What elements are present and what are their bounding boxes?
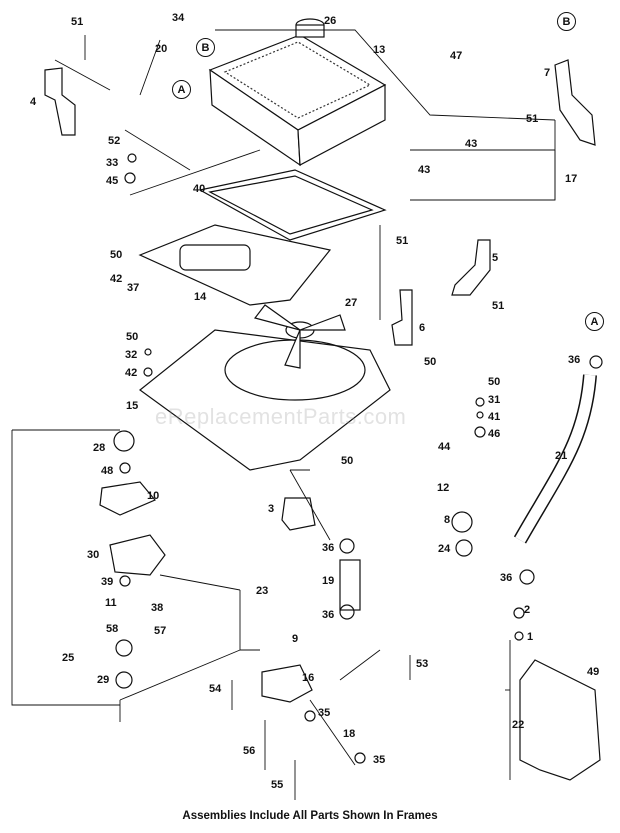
part-number: 46 — [488, 428, 501, 440]
part-number: 55 — [271, 779, 284, 791]
watermark: eReplacementParts.com — [155, 404, 407, 429]
part-number: 27 — [345, 297, 358, 309]
part-number: 50 — [126, 331, 139, 343]
housing-3-shape — [281, 497, 316, 531]
part-number: 9 — [292, 633, 299, 645]
part-number: 25 — [62, 652, 75, 664]
part-number: 5 — [492, 252, 499, 264]
part-number: 33 — [106, 157, 119, 169]
part-number: 7 — [544, 67, 551, 79]
part-number: 29 — [97, 674, 110, 686]
reservoir-shape — [519, 659, 601, 781]
part-number: 51 — [396, 235, 409, 247]
shroud-upper-shape — [138, 224, 332, 306]
part-number: 38 — [151, 602, 164, 614]
bracket-4-shape — [44, 67, 76, 136]
part-number: 56 — [243, 745, 256, 757]
part-number: 35 — [318, 707, 331, 719]
plate-10-shape — [99, 481, 156, 516]
fan-shape — [253, 304, 346, 369]
part-number: 8 — [444, 514, 451, 526]
part-number: 53 — [416, 658, 429, 670]
part-number: 6 — [419, 322, 426, 334]
part-number: 21 — [555, 450, 568, 462]
radiator-shape — [208, 18, 387, 167]
part-number: 17 — [565, 173, 578, 185]
part-number: 49 — [587, 666, 600, 678]
part-number: 51 — [71, 16, 84, 28]
footer-caption: Assemblies Include All Parts Shown In Fr… — [182, 810, 438, 822]
part-number: 12 — [437, 482, 450, 494]
part-number: 45 — [106, 175, 119, 187]
part-number: 39 — [101, 576, 114, 588]
callout-b-right: B — [557, 12, 576, 31]
callout-a-right: A — [585, 312, 604, 331]
part-number: 31 — [488, 394, 501, 406]
part-number: 24 — [438, 543, 451, 555]
fasteners — [113, 153, 603, 764]
part-number: 40 — [193, 183, 206, 195]
bracket-5-shape — [451, 239, 491, 296]
part-number: 20 — [155, 43, 168, 55]
part-number: 57 — [154, 625, 167, 637]
part-number: 50 — [110, 249, 123, 261]
part-number: 10 — [147, 490, 160, 502]
part-number: 50 — [488, 376, 501, 388]
part-number: 3 — [268, 503, 275, 515]
part-number: 11 — [105, 597, 117, 609]
part-number: 22 — [512, 719, 525, 731]
part-number: 58 — [106, 623, 119, 635]
part-number: 50 — [424, 356, 437, 368]
pump-16-shape — [261, 664, 313, 703]
part-number: 52 — [108, 135, 121, 147]
part-number: 36 — [500, 572, 513, 584]
part-number: 16 — [302, 672, 315, 684]
callout-a-left: A — [172, 80, 191, 99]
hose-19-shape — [339, 559, 361, 611]
part-number: 35 — [373, 754, 386, 766]
bracket-7-shape — [554, 59, 596, 146]
part-number: 19 — [322, 575, 335, 587]
part-number: 18 — [343, 728, 356, 740]
pump-30-shape — [109, 534, 166, 576]
part-number: 43 — [465, 138, 478, 150]
part-number: 14 — [194, 291, 207, 303]
part-number: 26 — [324, 15, 337, 27]
part-number: 51 — [526, 113, 539, 125]
shroud-lower-shape — [139, 329, 391, 471]
part-number: 37 — [127, 282, 140, 294]
part-number: 42 — [110, 273, 123, 285]
part-number: 36 — [568, 354, 581, 366]
part-number: 44 — [438, 441, 451, 453]
part-number: 13 — [373, 44, 386, 56]
part-number: 32 — [125, 349, 138, 361]
part-number: 15 — [126, 400, 139, 412]
part-number: 4 — [30, 96, 37, 108]
part-number: 34 — [172, 12, 185, 24]
gasket-shape — [198, 169, 387, 241]
part-number: 47 — [450, 50, 463, 62]
part-number: 23 — [256, 585, 269, 597]
leader-lines — [11, 29, 556, 800]
part-number: 41 — [488, 411, 501, 423]
part-number: 51 — [492, 300, 505, 312]
part-number: 43 — [418, 164, 431, 176]
part-number: 1 — [527, 631, 534, 643]
part-number: 36 — [322, 609, 335, 621]
part-number: 42 — [125, 367, 138, 379]
part-number: 54 — [209, 683, 222, 695]
part-number: 2 — [524, 604, 531, 616]
part-number: 30 — [87, 549, 100, 561]
bracket-6-shape — [391, 289, 413, 346]
part-number: 28 — [93, 442, 106, 454]
part-number: 50 — [341, 455, 354, 467]
callout-b-top: B — [196, 38, 215, 57]
part-number: 48 — [101, 465, 114, 477]
part-number: 36 — [322, 542, 335, 554]
